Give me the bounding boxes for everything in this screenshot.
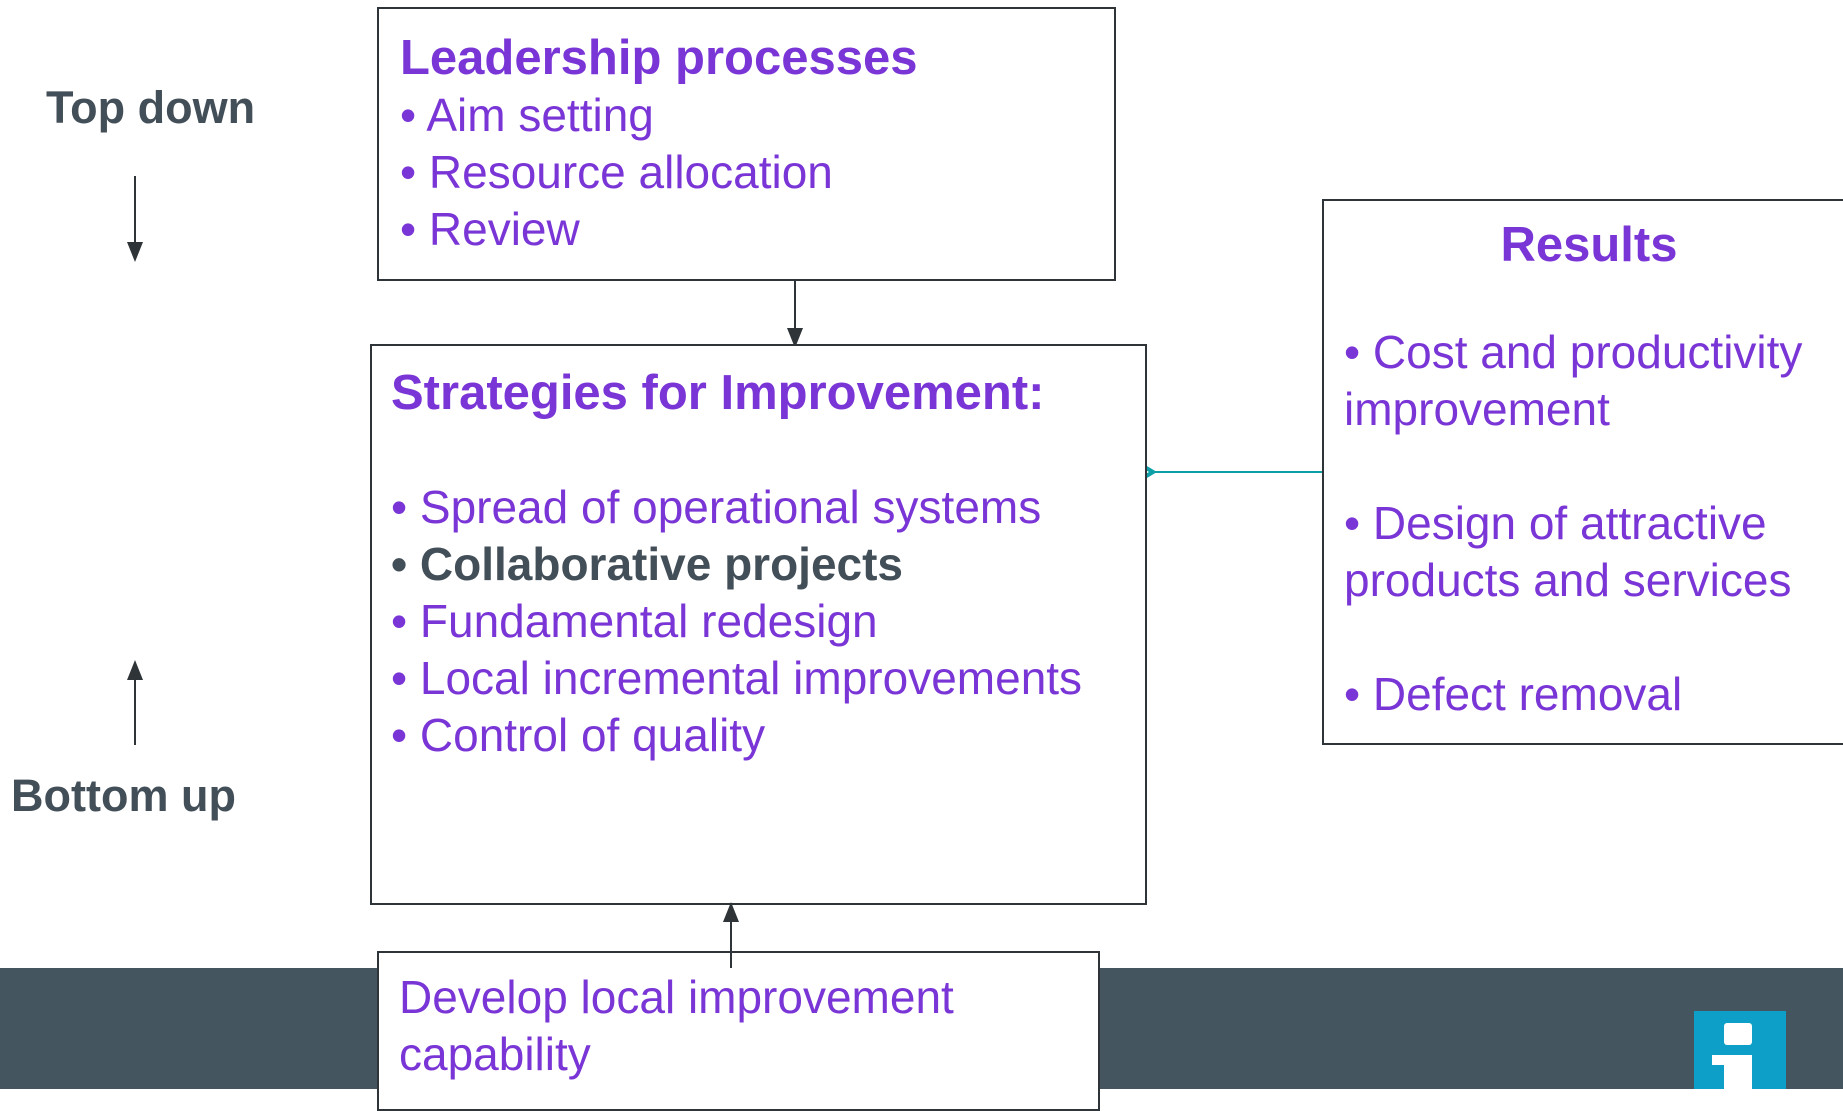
leadership-title: Leadership processes xyxy=(400,31,918,85)
strategy-item-quality: • Control of quality xyxy=(391,709,766,761)
results-box: Results • Cost and productivity improvem… xyxy=(1322,199,1843,745)
result-item-cost: • Cost and productivity improvement xyxy=(1344,326,1803,435)
leadership-processes-box: Leadership processes • Aim setting • Res… xyxy=(377,7,1116,281)
strategy-item-collaborative: • Collaborative projects xyxy=(391,538,904,590)
strategy-item-local: • Local incremental improvements xyxy=(391,652,1083,704)
develop-capability-box: Develop local improvement capability xyxy=(377,951,1100,1111)
top-down-label: Top down xyxy=(46,82,256,133)
strategy-item-redesign: • Fundamental redesign xyxy=(391,595,878,647)
strategy-item-spread: • Spread of operational systems xyxy=(391,481,1042,533)
results-title: Results xyxy=(1500,218,1678,272)
strategies-title: Strategies for Improvement: xyxy=(391,366,1045,420)
bottom-up-label: Bottom up xyxy=(11,770,236,821)
leadership-item-aim: • Aim setting xyxy=(400,89,654,141)
strategies-box: Strategies for Improvement: • Spread of … xyxy=(370,344,1147,905)
leadership-item-review: • Review xyxy=(400,203,580,255)
info-i-logo-icon xyxy=(1694,1011,1786,1089)
result-item-defect: • Defect removal xyxy=(1344,668,1683,720)
leadership-item-resource: • Resource allocation xyxy=(400,146,833,198)
result-item-design: • Design of attractive products and serv… xyxy=(1344,497,1792,606)
develop-text: Develop local improvement capability xyxy=(399,971,954,1080)
